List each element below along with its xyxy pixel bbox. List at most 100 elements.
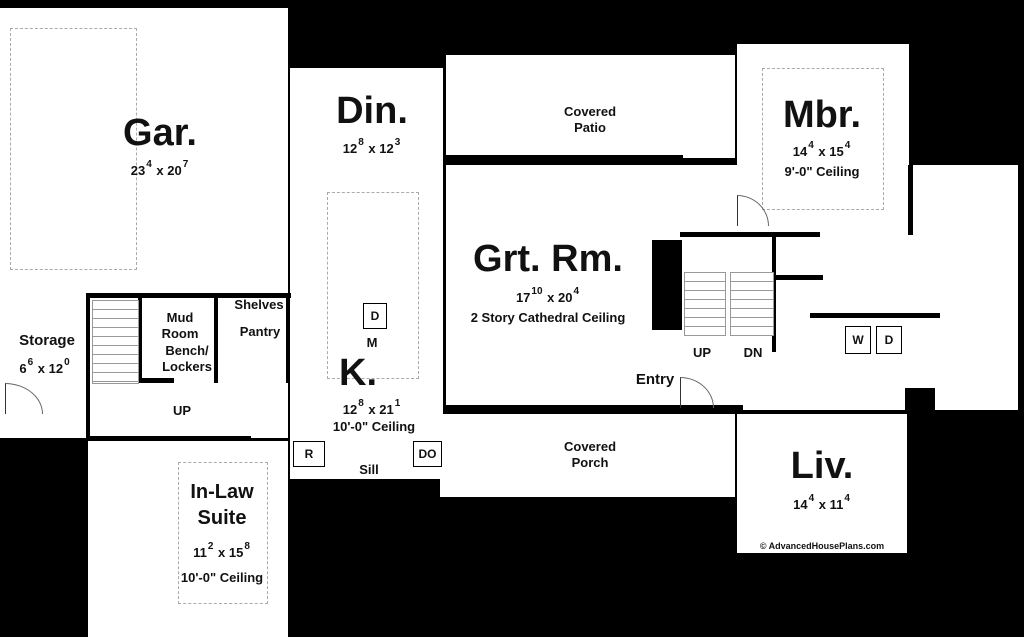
- dim: 21: [379, 402, 394, 417]
- main-stairs-down-label: DN: [743, 345, 763, 360]
- dim: 20: [558, 290, 573, 305]
- patio-label-1: Covered: [563, 104, 617, 119]
- kitchen-label: K.: [339, 352, 377, 394]
- dim: 1: [394, 398, 401, 409]
- dim: 6: [19, 361, 27, 376]
- dim: 2: [207, 541, 214, 552]
- dining-label: Din.: [336, 90, 408, 132]
- wall: [908, 165, 913, 235]
- wall: [138, 378, 174, 383]
- double-oven: DO: [413, 441, 442, 467]
- dining-dimensions: 128 x 123: [342, 137, 401, 157]
- garage-dimensions: 234 x 207: [130, 159, 189, 179]
- dim: 6: [27, 357, 34, 368]
- wall: [86, 293, 90, 438]
- master-tray-ceiling: [762, 68, 884, 210]
- mud-room-label-3: Bench/: [165, 343, 209, 358]
- copyright-text: © AdvancedHousePlans.com: [759, 541, 885, 551]
- garage-label: Gar.: [123, 112, 197, 154]
- storage-label: Storage: [19, 332, 75, 349]
- dim: 7: [182, 159, 189, 170]
- dim: 11: [193, 545, 207, 560]
- dim: 8: [244, 541, 250, 552]
- inlaw-ceiling: 10'-0" Ceiling: [180, 570, 264, 585]
- covered-porch: [440, 414, 735, 497]
- porch-label-1: Covered: [563, 439, 617, 454]
- microwave-label: M: [366, 335, 378, 350]
- mud-room-label-2: Room: [161, 326, 199, 341]
- dim: 12: [48, 361, 64, 376]
- porch-label-2: Porch: [571, 455, 609, 470]
- dim: 4: [844, 493, 850, 504]
- garage-room: [0, 8, 288, 438]
- kitchen-dimensions: 128 x 211: [342, 398, 401, 418]
- dim: 23: [130, 163, 146, 178]
- kitchen-island-outline: [327, 192, 419, 379]
- living-dimensions: 144 x 114: [793, 493, 850, 513]
- wall: [443, 405, 743, 414]
- mud-stairs: [92, 300, 139, 384]
- inlaw-label-2: Suite: [197, 507, 247, 529]
- dim: 3: [394, 137, 401, 148]
- garage-door-outline: [10, 28, 137, 270]
- inlaw-suite: [88, 441, 288, 637]
- wall: [905, 388, 935, 410]
- wall: [772, 237, 776, 352]
- dim: 15: [228, 545, 244, 560]
- wall: [680, 232, 820, 237]
- dim: 12: [342, 141, 358, 156]
- dim: 0: [64, 357, 70, 368]
- wall: [86, 293, 291, 298]
- dim: 8: [358, 137, 364, 148]
- dim: 12: [379, 141, 394, 156]
- kitchen-ceiling: 10'-0" Ceiling: [332, 419, 416, 434]
- sill-label: Sill: [359, 462, 379, 477]
- dim: 8: [358, 398, 364, 409]
- dryer: D: [876, 326, 902, 354]
- master-label: Mbr.: [782, 94, 862, 136]
- great-room-label: Grt. Rm.: [473, 238, 623, 280]
- dim: 4: [808, 493, 815, 504]
- pantry-label: Pantry: [239, 324, 281, 339]
- main-stairs-down: [730, 272, 774, 336]
- dim: 14: [793, 497, 808, 512]
- covered-patio: [446, 55, 735, 158]
- dim: 10: [531, 286, 543, 297]
- mud-room-label-1: Mud: [166, 310, 194, 325]
- main-stairs-up-label: UP: [692, 345, 712, 360]
- washer: W: [845, 326, 871, 354]
- mud-stairs-up-label: UP: [172, 403, 192, 418]
- wall: [443, 155, 683, 165]
- dim: 4: [844, 140, 851, 151]
- pantry-shelves-label: Shelves: [234, 297, 284, 312]
- wall: [286, 293, 290, 383]
- dim: 12: [342, 402, 358, 417]
- inlaw-label-1: In-Law: [190, 481, 254, 503]
- mud-room-label-4: Lockers: [162, 359, 212, 374]
- refrigerator: R: [293, 441, 325, 467]
- entry-label: Entry: [635, 371, 675, 388]
- main-stairs-up: [684, 272, 726, 336]
- dim: 15: [829, 144, 844, 159]
- great-room-dimensions: 1710 x 204: [515, 286, 580, 306]
- wall: [773, 275, 823, 280]
- dim: 4: [573, 286, 580, 297]
- inlaw-dimensions: 112 x 158: [193, 541, 250, 561]
- inlaw-tray-ceiling: [178, 462, 268, 604]
- wall: [138, 293, 142, 383]
- dim: 11: [829, 497, 844, 512]
- wall: [214, 293, 218, 383]
- storage-dimensions: 66 x 120: [19, 357, 70, 377]
- patio-label-2: Patio: [574, 120, 606, 135]
- wall: [652, 240, 682, 330]
- great-room-ceiling: 2 Story Cathedral Ceiling: [470, 310, 626, 325]
- dim: 20: [167, 163, 182, 178]
- living-room: [737, 414, 907, 553]
- dim: 14: [792, 144, 808, 159]
- dishwasher: D: [363, 303, 387, 329]
- wall: [810, 313, 940, 318]
- master-dimensions: 144 x 154: [792, 140, 851, 160]
- dim: 4: [146, 159, 152, 170]
- wall: [86, 436, 251, 441]
- dim: 17: [515, 290, 531, 305]
